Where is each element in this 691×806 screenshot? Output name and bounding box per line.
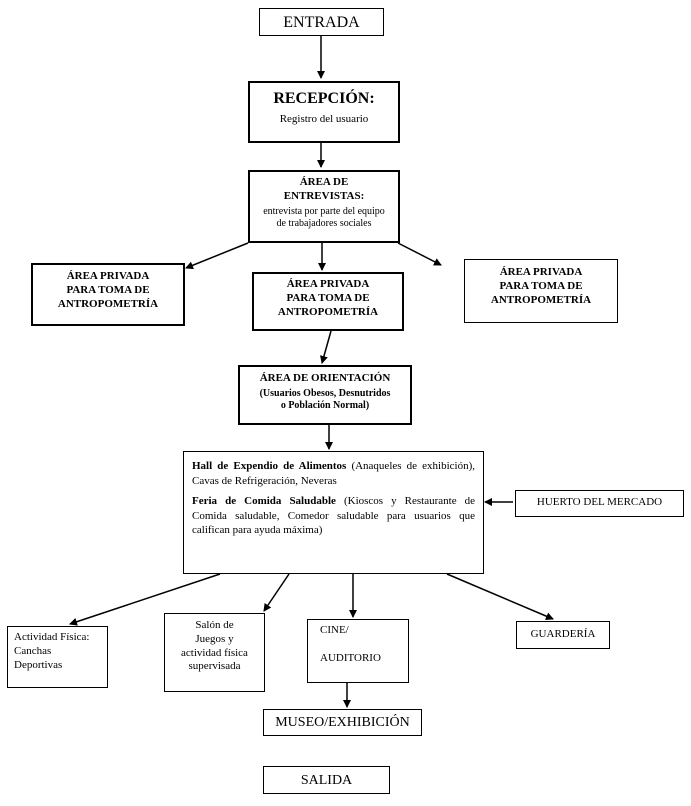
node-entrada-label: ENTRADA <box>283 14 360 31</box>
node-actividad: Actividad Física: Canchas Deportivas <box>7 626 108 688</box>
salida-label: SALIDA <box>300 773 353 788</box>
privada-center-line-1: ÁREA PRIVADA <box>286 278 370 290</box>
cine-line-2: AUDITORIO <box>320 651 381 664</box>
orientacion-line-2: o Población Normal) <box>280 400 370 412</box>
entrevistas-title-2: ENTREVISTAS: <box>283 189 365 202</box>
hall-p2-rest: (Kioscos y Restaurante de Comida saludab… <box>192 494 475 537</box>
node-huerto: HUERTO DEL MERCADO <box>515 490 684 517</box>
entrevistas-desc-2: de trabajadores sociales <box>276 218 372 229</box>
privada-right-line-3: ANTROPOMETRÍA <box>490 293 592 306</box>
node-salon: Salón de Juegos y actividad física super… <box>164 613 265 692</box>
privada-center-line-2: PARA TOMA DE <box>286 291 370 304</box>
hall-paragraph-2: Feria de Comida Saludable (Kioscos y Res… <box>192 494 475 539</box>
node-recepcion: RECEPCIÓN: Registro del usuario <box>248 81 400 143</box>
salon-line-2: Juegos y <box>195 632 234 645</box>
node-orientacion: ÁREA DE ORIENTACIÓN (Usuarios Obesos, De… <box>238 365 412 425</box>
node-privada-left: ÁREA PRIVADA PARA TOMA DE ANTROPOMETRÍA <box>31 263 185 326</box>
arrow-entrevistas-privada-left <box>185 242 249 270</box>
arrow-entrevistas-privada-right <box>397 242 442 266</box>
guarderia-label: GUARDERÍA <box>530 628 596 640</box>
entrevistas-desc-1: entrevista por parte del equipo <box>263 205 385 217</box>
privada-left-line-2: PARA TOMA DE <box>66 283 150 296</box>
salon-line-4: supervisada <box>188 660 241 673</box>
privada-right-line-2: PARA TOMA DE <box>499 279 583 292</box>
arrow-privada-orientacion <box>320 330 332 364</box>
cine-line-1: CINE/ <box>320 624 349 636</box>
salon-line-3: actividad física <box>181 646 248 659</box>
privada-left-line-1: ÁREA PRIVADA <box>66 270 150 282</box>
node-museo: MUSEO/EXHIBICIÓN <box>263 709 422 736</box>
node-guarderia: GUARDERÍA <box>516 621 610 649</box>
privada-center-line-3: ANTROPOMETRÍA <box>277 305 379 318</box>
museo-label: MUSEO/EXHIBICIÓN <box>275 715 410 730</box>
actividad-line-3: Deportivas <box>14 658 63 671</box>
node-salida: SALIDA <box>263 766 390 794</box>
node-cine: CINE/ AUDITORIO <box>307 619 409 683</box>
node-hall: Hall de Expendio de Alimentos (Anaqueles… <box>183 451 484 574</box>
hall-p2-bold: Feria de Comida Saludable <box>192 494 336 507</box>
orientacion-title: ÁREA DE ORIENTACIÓN <box>259 372 391 384</box>
actividad-line-1: Actividad Física: <box>14 631 90 643</box>
arrow-hall-actividad <box>69 573 221 626</box>
recepcion-subtitle: Registro del usuario <box>279 113 369 125</box>
arrow-hall-guarderia <box>446 573 554 620</box>
node-privada-center: ÁREA PRIVADA PARA TOMA DE ANTROPOMETRÍA <box>252 272 404 331</box>
orientacion-line-1: (Usuarios Obesos, Desnutridos <box>259 387 391 399</box>
hall-p1-bold: Hall de Expendio de Alimentos <box>192 460 347 472</box>
arrow-hall-salon <box>263 573 290 612</box>
privada-left-line-3: ANTROPOMETRÍA <box>57 297 159 310</box>
hall-paragraph-1: Hall de Expendio de Alimentos (Anaqueles… <box>192 459 475 489</box>
node-privada-right: ÁREA PRIVADA PARA TOMA DE ANTROPOMETRÍA <box>464 259 618 323</box>
entrevistas-title-1: ÁREA DE <box>299 176 349 188</box>
huerto-label: HUERTO DEL MERCADO <box>536 496 663 508</box>
privada-right-line-1: ÁREA PRIVADA <box>499 266 583 278</box>
actividad-line-2: Canchas <box>14 644 52 657</box>
salon-line-1: Salón de <box>195 619 234 631</box>
recepcion-title: RECEPCIÓN: <box>273 90 375 107</box>
hall-p1-rest: (Anaqueles de exhibición), Cavas de Refr… <box>192 460 475 487</box>
node-entrevistas: ÁREA DE ENTREVISTAS: entrevista por part… <box>248 170 400 243</box>
node-entrada: ENTRADA <box>259 8 384 36</box>
